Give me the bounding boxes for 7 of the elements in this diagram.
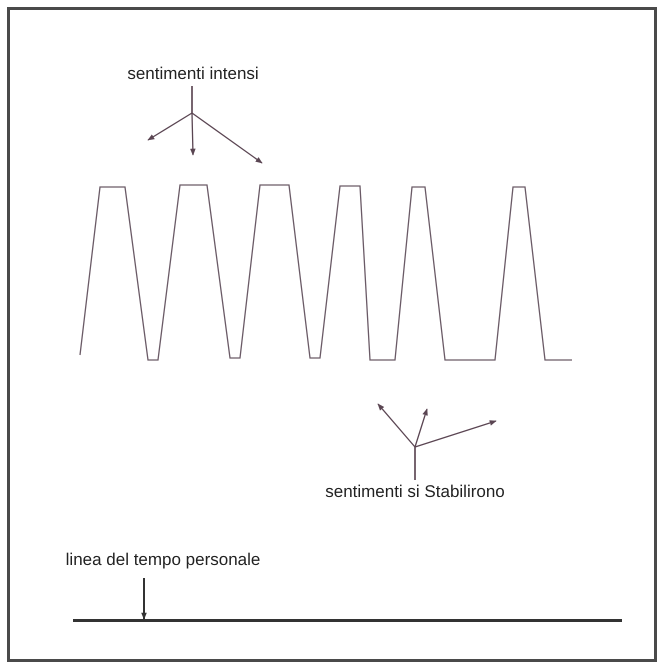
annotation-label: sentimenti si Stabilirono	[325, 482, 505, 502]
arrow	[141, 578, 147, 620]
leader-arrow	[191, 86, 263, 164]
leader-arrow	[414, 420, 497, 480]
annotation-label: sentimenti intensi	[127, 64, 259, 84]
timeline-line	[73, 619, 622, 622]
annotation-label: linea del tempo personale	[66, 550, 260, 570]
